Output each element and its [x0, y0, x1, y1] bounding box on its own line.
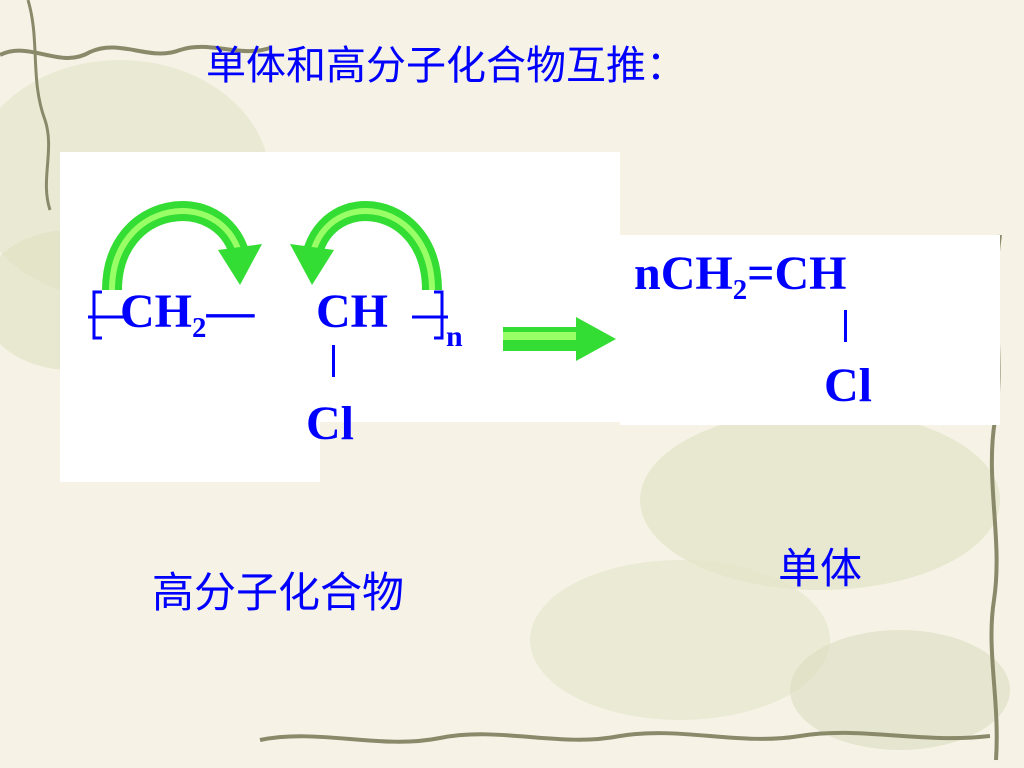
right-arrow-icon — [503, 317, 616, 361]
polymer-bracket-left — [88, 290, 124, 340]
polymer-cl-bond — [332, 345, 335, 377]
polymer-cl: Cl — [306, 397, 354, 450]
monomer-ch2: CH — [660, 247, 733, 300]
monomer-label: 单体 — [778, 544, 863, 593]
slide-title: 单体和高分子化合物互推： — [206, 43, 686, 89]
monomer-ch2-subscript: 2 — [732, 274, 748, 307]
curved-arrow-right-icon — [102, 201, 262, 291]
polymer-label: 高分子化合物 — [152, 568, 405, 617]
monomer-cl-bond — [844, 310, 847, 342]
polymer-repeat-n: n — [446, 320, 463, 353]
curved-arrow-left-icon — [290, 201, 442, 291]
monomer-panel — [620, 235, 1000, 425]
monomer-cl: Cl — [824, 359, 872, 412]
polymer-ch2: CH — [120, 285, 192, 338]
monomer-prefix-n: n — [634, 247, 661, 300]
polymer-formula: CH2— — [120, 288, 254, 343]
polymer-bracket-right — [412, 290, 448, 340]
content-panel — [320, 152, 620, 422]
polymer-bond-dash: — — [206, 285, 255, 338]
polymer-ch2-subscript: 2 — [192, 312, 207, 345]
polymer-ch: CH — [316, 285, 388, 338]
monomer-ch: CH — [774, 247, 847, 300]
monomer-double-bond: = — [747, 247, 775, 300]
monomer-formula: nCH2=CH — [634, 250, 846, 305]
